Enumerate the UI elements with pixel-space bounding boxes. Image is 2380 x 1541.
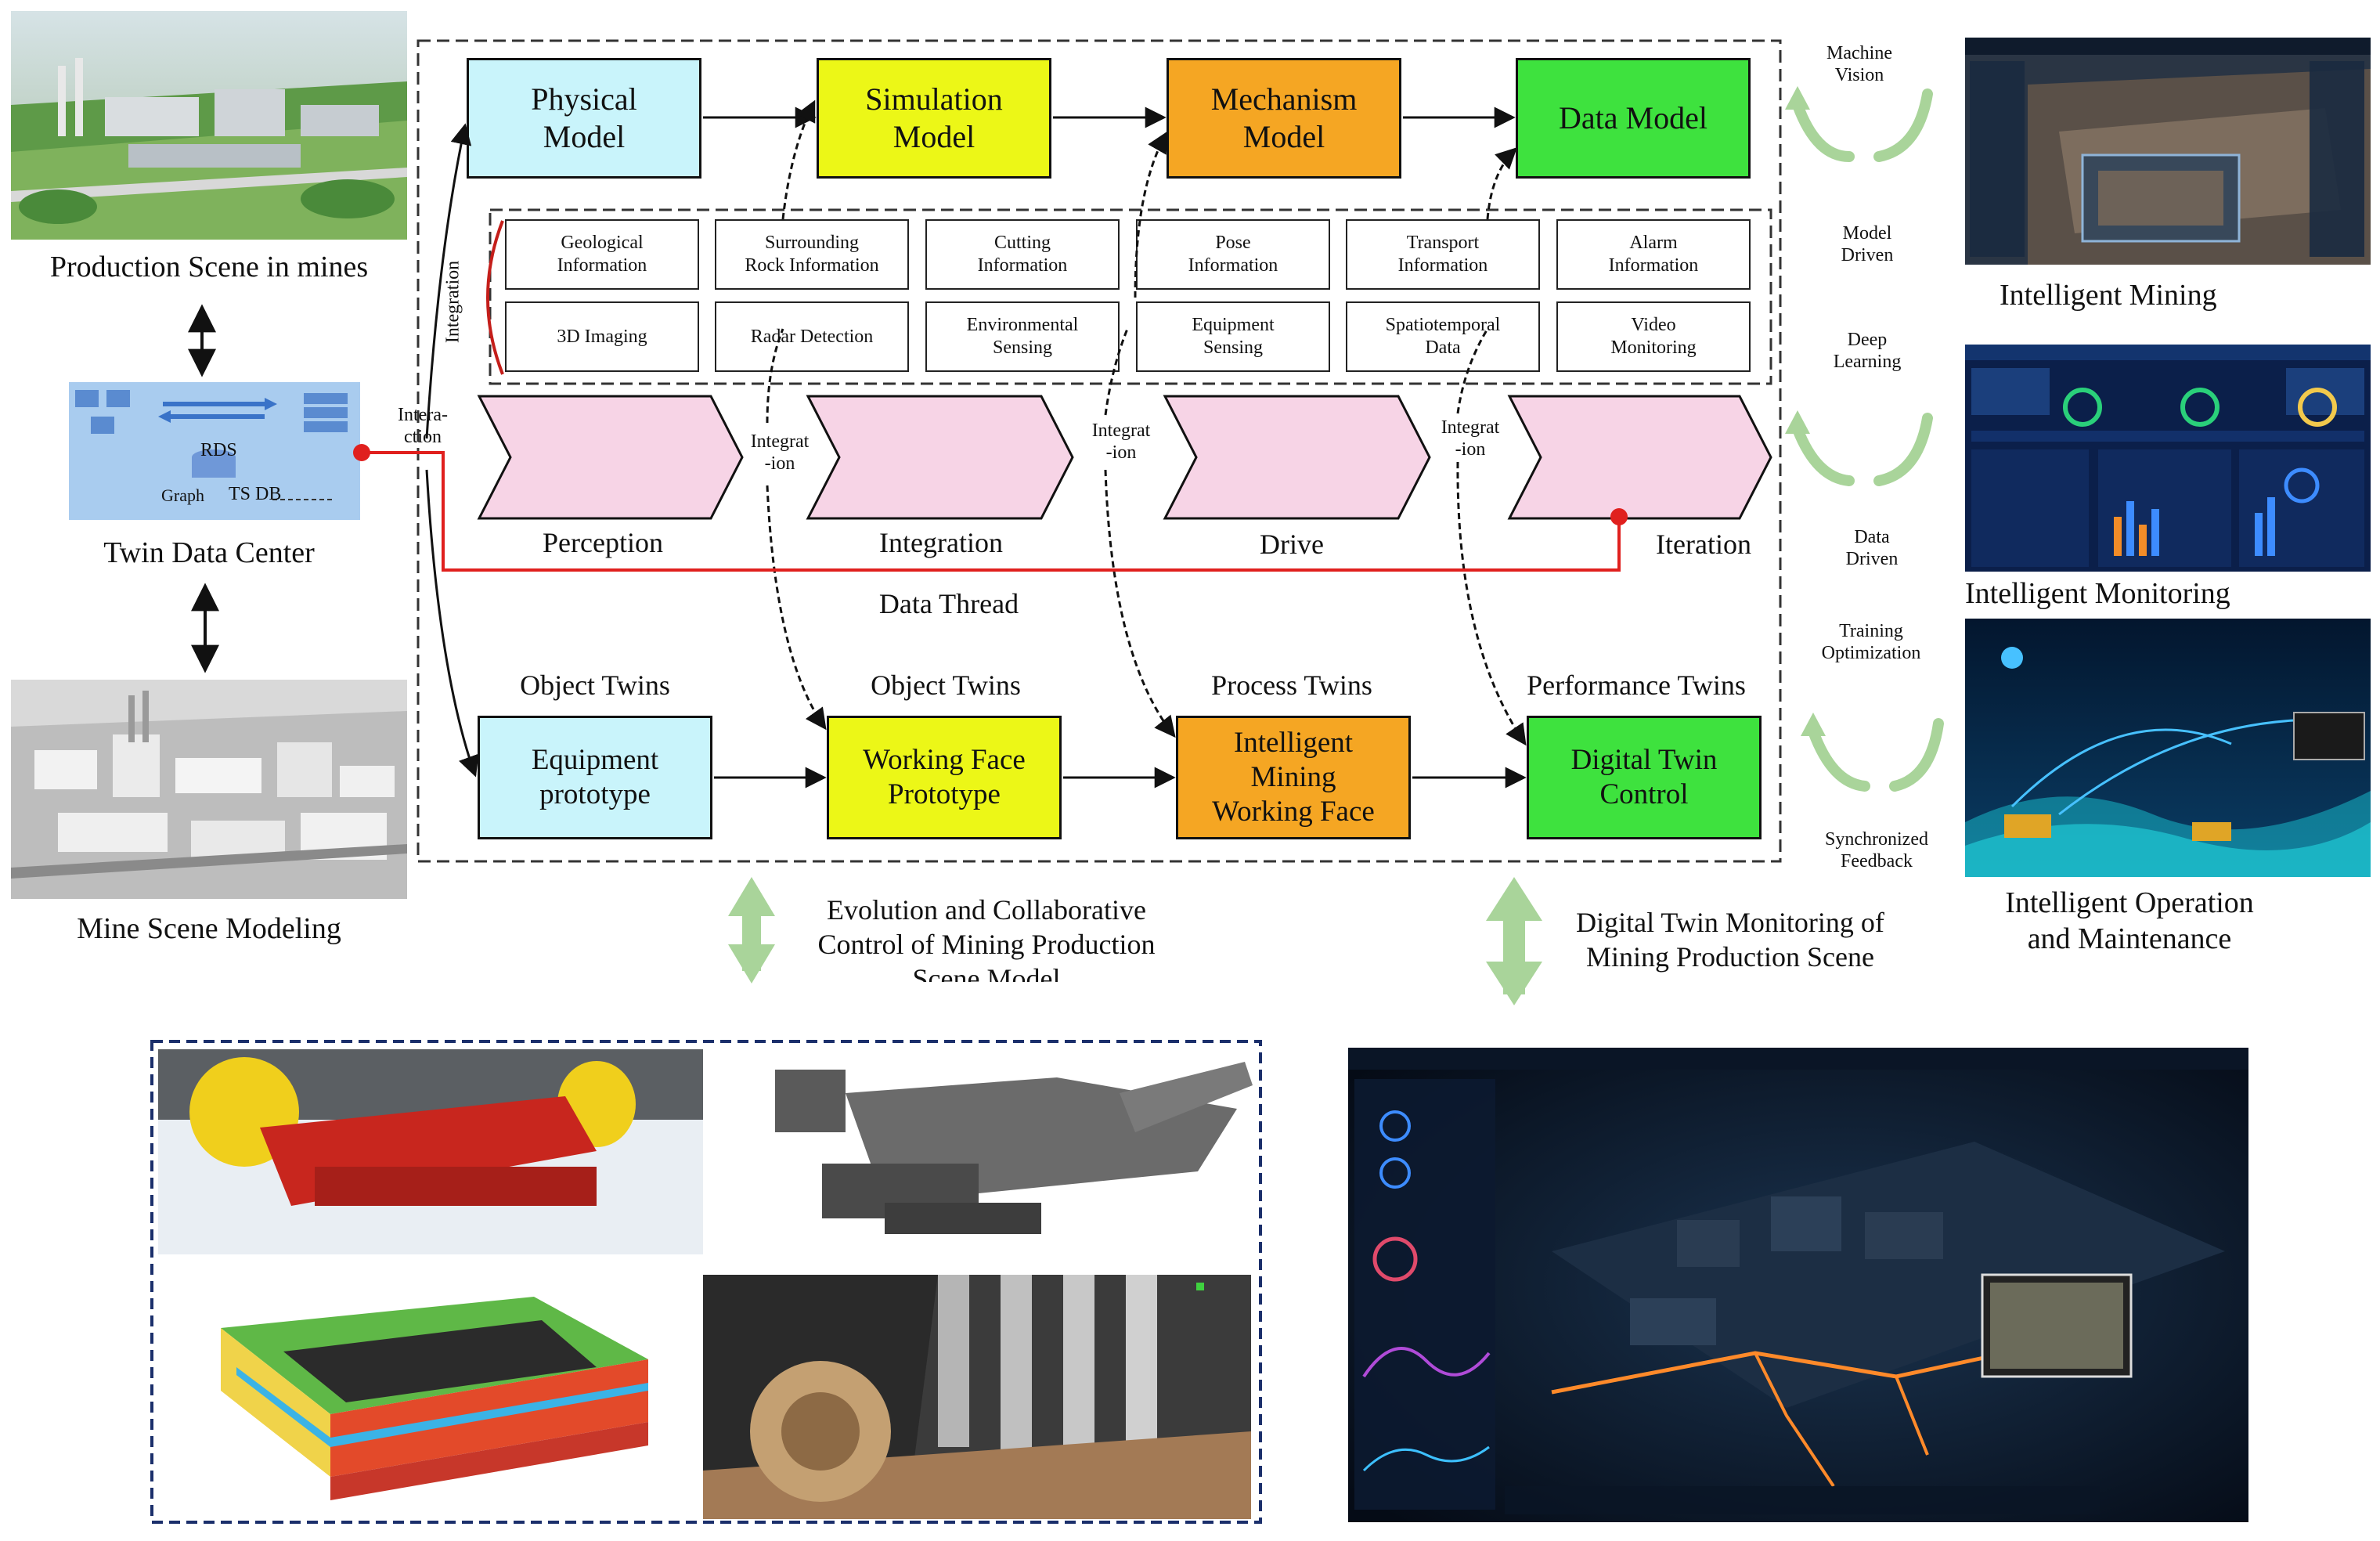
intelligent-operation-image [1965, 619, 2371, 877]
tsdb-label: TS DB [229, 484, 282, 504]
stage-iteration: Iteration [1656, 529, 1751, 560]
info-pose: Pose Information [1136, 219, 1330, 290]
twin-header-performance: Performance Twins [1527, 669, 1746, 701]
info-spatiotemporal: Spatiotemporal Data [1346, 301, 1540, 372]
integrat-label-1: Integrat -ion [750, 431, 810, 474]
intelligent-monitoring-caption: Intelligent Monitoring [1965, 577, 2230, 610]
evolution-caption: Evolution and Collaborative Control of M… [817, 894, 1156, 982]
underground-working-face-image [703, 1275, 1251, 1519]
intelligent-mining-image [1965, 38, 2371, 265]
stage-integration: Integration [879, 527, 1003, 558]
twin-header-process: Process Twins [1211, 669, 1372, 701]
cycle-model-driven: Model Driven [1841, 223, 1894, 265]
chevron-operating-data: Operating Data [1248, 424, 1367, 492]
intelligent-monitoring-image [1965, 345, 2371, 572]
twin-data-center-image [69, 382, 360, 520]
info-alarm: Alarm Information [1556, 219, 1751, 290]
intelligent-operation-caption: Intelligent Operation and Maintenance [2005, 886, 2254, 955]
twin-header-object-2: Object Twins [871, 669, 1021, 701]
geological-model-image [205, 1265, 664, 1524]
chevron-manufacturing-data: Manufactu -ring Data [546, 424, 676, 492]
production-scene-image [11, 11, 407, 240]
monitoring-caption: Digital Twin Monitoring of Mining Produc… [1576, 907, 1884, 973]
info-equipment-sensing: Equipment Sensing [1136, 301, 1330, 372]
info-cutting: Cutting Information [925, 219, 1120, 290]
integration-bracket [486, 220, 504, 375]
working-face-prototype-box: Working Face Prototype [827, 716, 1062, 839]
physical-model-box: Physical Model [467, 58, 701, 179]
info-environmental-sensing: Environmental Sensing [925, 301, 1120, 372]
data-model-box: Data Model [1516, 58, 1751, 179]
mine-scene-modeling-caption: Mine Scene Modeling [77, 912, 341, 945]
info-transport: Transport Information [1346, 219, 1540, 290]
intelligent-mining-working-face-box: Intelligent Mining Working Face [1176, 716, 1411, 839]
integration-label: Integration [442, 260, 463, 344]
stage-perception: Perception [543, 527, 663, 558]
roadheader-model-image [728, 1046, 1260, 1251]
equipment-prototype-box: Equipment prototype [478, 716, 712, 839]
digital-twin-control-box: Digital Twin Control [1527, 716, 1762, 839]
simulation-model-box: Simulation Model [817, 58, 1051, 179]
info-video-monitoring: Video Monitoring [1556, 301, 1751, 372]
digital-twin-dashboard-image [1348, 1048, 2248, 1522]
info-3d-imaging: 3D Imaging [505, 301, 699, 372]
intelligent-mining-caption: Intelligent Mining [2000, 279, 2217, 312]
rds-label: RDS [200, 440, 237, 460]
production-scene-caption: Production Scene in mines [49, 251, 369, 283]
info-geological: Geological Information [505, 219, 699, 290]
integrat-label-2: Integrat -ion [1091, 420, 1151, 463]
cycle-arrows [1792, 88, 1944, 792]
cycle-machine-vision: Machine Vision [1826, 43, 1892, 85]
chevron-twin-data: Twin Data [1589, 442, 1715, 475]
integrat-label-3: Integrat -ion [1441, 417, 1500, 460]
mine-scene-modeling-image [11, 680, 407, 899]
interaction-label: Intera- ction [398, 405, 448, 447]
cycle-deep-learning: Deep Learning [1833, 330, 1902, 372]
stage-drive: Drive [1260, 529, 1324, 560]
twin-header-object-1: Object Twins [520, 669, 670, 701]
info-surrounding-rock: Surrounding Rock Information [715, 219, 909, 290]
twin-data-center-caption: Twin Data Center [103, 536, 315, 569]
data-thread-label: Data Thread [878, 588, 1019, 619]
evolution-double-arrow [728, 877, 775, 983]
graph-label: Graph [161, 485, 204, 505]
cycle-synchronized-feedback: Synchronized Feedback [1825, 829, 1928, 872]
cycle-data-driven: Data Driven [1845, 527, 1899, 569]
info-radar-detection: Radar Detection [715, 301, 909, 372]
mechanism-model-box: Mechanism Model [1167, 58, 1401, 179]
shearer-model-image [158, 1049, 703, 1254]
chevron-predictive-data: Predictive Data [888, 424, 1010, 492]
cycle-training-optimization: Training Optimization [1821, 621, 1921, 663]
